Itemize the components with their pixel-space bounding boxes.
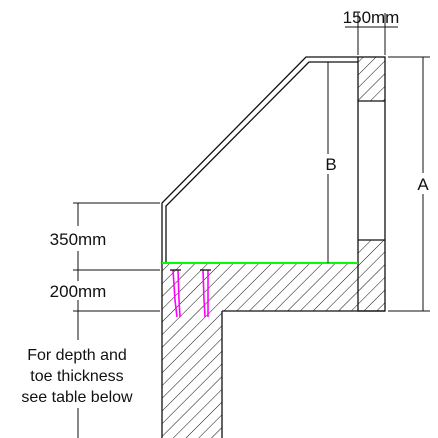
dimension-left-stack (73, 202, 160, 438)
label-a: A (417, 175, 429, 194)
label-350mm: 350mm (50, 230, 107, 249)
toe-footing-concrete (161, 311, 223, 438)
label-200mm: 200mm (50, 282, 107, 301)
backfill-outline (161, 56, 358, 263)
note-line-3: see table below (21, 389, 133, 406)
label-150mm: 150mm (343, 8, 400, 27)
dimension-a (388, 56, 430, 312)
note-line-2: toe thickness (30, 368, 123, 385)
note-line-1: For depth and (27, 347, 127, 364)
label-b: B (325, 155, 336, 174)
base-slab-concrete (161, 262, 385, 312)
stem-concrete (357, 56, 386, 312)
dimension-150mm (345, 13, 398, 55)
starter-bars (172, 269, 209, 318)
